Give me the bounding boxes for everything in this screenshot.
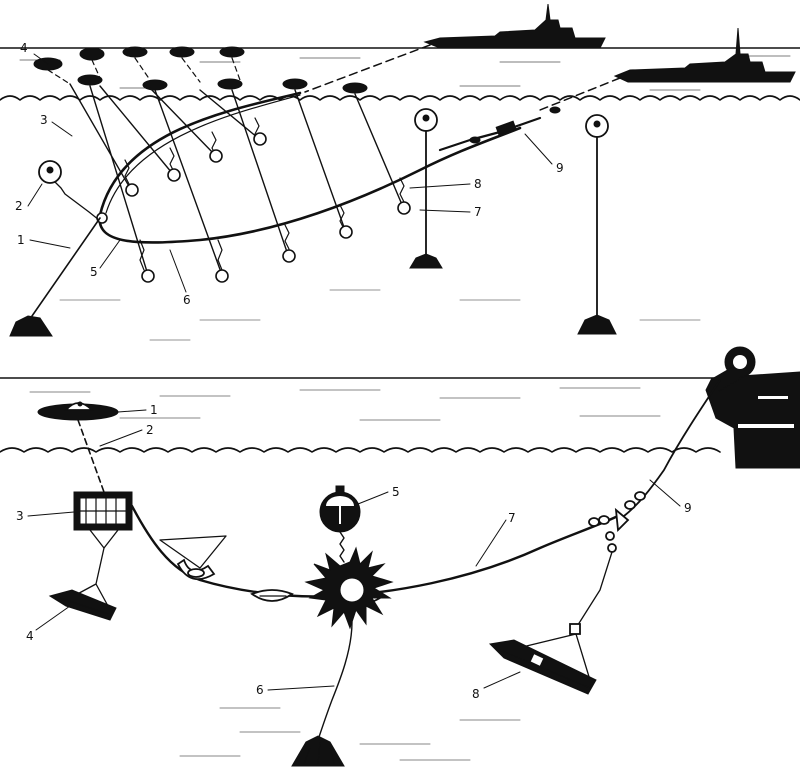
shackle — [569, 623, 581, 635]
ship-icon — [613, 27, 796, 83]
bottom-label: 7 — [508, 511, 516, 525]
top-label: 2 — [15, 199, 23, 213]
marker-buoy-icon — [38, 160, 100, 221]
top-seabed — [59, 289, 701, 341]
float-icon — [79, 47, 105, 61]
top-sea-texture — [19, 55, 791, 91]
explosion-core — [339, 577, 365, 603]
top-leader-lines — [27, 53, 553, 293]
cutter-bridle — [159, 535, 227, 569]
float-icon — [342, 82, 368, 94]
depressor-8-icon — [488, 639, 597, 695]
top-label: 1 — [17, 233, 25, 247]
bottom-label: 9 — [684, 501, 692, 515]
surface-floats — [33, 46, 368, 94]
anchor-line — [31, 217, 101, 317]
float-pendant — [77, 419, 105, 493]
sweep-chains — [124, 117, 405, 271]
cutter-icon — [176, 558, 216, 581]
ship-hull-icon — [705, 371, 800, 469]
danbuoy-icon — [409, 108, 443, 269]
bottom-label: 4 — [26, 629, 34, 643]
mines — [125, 132, 411, 283]
top-label: 8 — [474, 177, 482, 191]
top-label: 4 — [20, 41, 28, 55]
top-panel: 4 3 2 1 5 6 7 8 9 — [0, 3, 800, 341]
mine-icon — [253, 132, 267, 146]
surface-float-icon — [37, 401, 119, 421]
top-label: 3 — [40, 113, 48, 127]
sweep-wire — [98, 91, 522, 244]
mine-icon — [125, 183, 139, 197]
float-icon — [142, 79, 168, 91]
cage-bridle — [89, 529, 119, 549]
float-icon — [219, 46, 245, 58]
mine-icon — [215, 269, 229, 283]
bottom-label: 5 — [392, 485, 400, 499]
bottom-panel: 1 2 3 4 5 6 7 8 9 — [0, 346, 800, 767]
tow-line — [539, 77, 621, 111]
cutter-icon — [187, 568, 205, 578]
bottom-label: 1 — [150, 403, 158, 417]
bottom-label: 8 — [472, 687, 480, 701]
bottom-leader-lines — [27, 409, 681, 691]
bottom-seabed — [179, 707, 521, 761]
mine-icon — [167, 168, 181, 182]
mooring-cable-6 — [317, 621, 353, 741]
float-icon — [282, 78, 308, 90]
float-cage-icon — [73, 491, 133, 531]
bottom-sea-surface — [0, 447, 721, 453]
top-label: 6 — [183, 293, 191, 307]
mine-icon — [209, 149, 223, 163]
depressor-icon — [48, 589, 117, 621]
float-icon — [77, 74, 103, 86]
bottom-label: 3 — [16, 509, 24, 523]
bottom-label: 2 — [146, 423, 154, 437]
mine-icon — [339, 225, 353, 239]
tow-wire-shackles — [588, 491, 646, 553]
top-label: 9 — [556, 161, 564, 175]
anchor-icon — [9, 315, 53, 337]
bottom-label: 6 — [256, 683, 264, 697]
towing-block-icon — [711, 346, 756, 392]
float-icon — [122, 46, 148, 58]
sweep-wire-inner — [105, 94, 301, 214]
float-connectors — [47, 57, 241, 85]
tow-line — [304, 44, 431, 93]
top-sea-surface — [0, 95, 800, 101]
mine-icon — [141, 269, 155, 283]
tow-wire-9 — [623, 379, 721, 517]
top-label: 7 — [474, 205, 482, 219]
mine-cables — [69, 83, 404, 276]
tow-wire-9 — [438, 106, 561, 152]
mine-icon — [282, 249, 296, 263]
danbuoy-icon — [577, 114, 617, 335]
ship-icon — [423, 3, 606, 49]
float-icon — [169, 46, 195, 58]
bottom-surface-texture — [29, 387, 661, 421]
mine-mooring-chain — [339, 531, 345, 563]
float-icon — [217, 78, 243, 90]
top-label: 5 — [90, 265, 98, 279]
mine-sinker-icon — [291, 735, 345, 767]
depressor-8-line — [575, 551, 613, 629]
moored-mine-icon — [319, 485, 361, 533]
mine-icon — [397, 201, 411, 215]
